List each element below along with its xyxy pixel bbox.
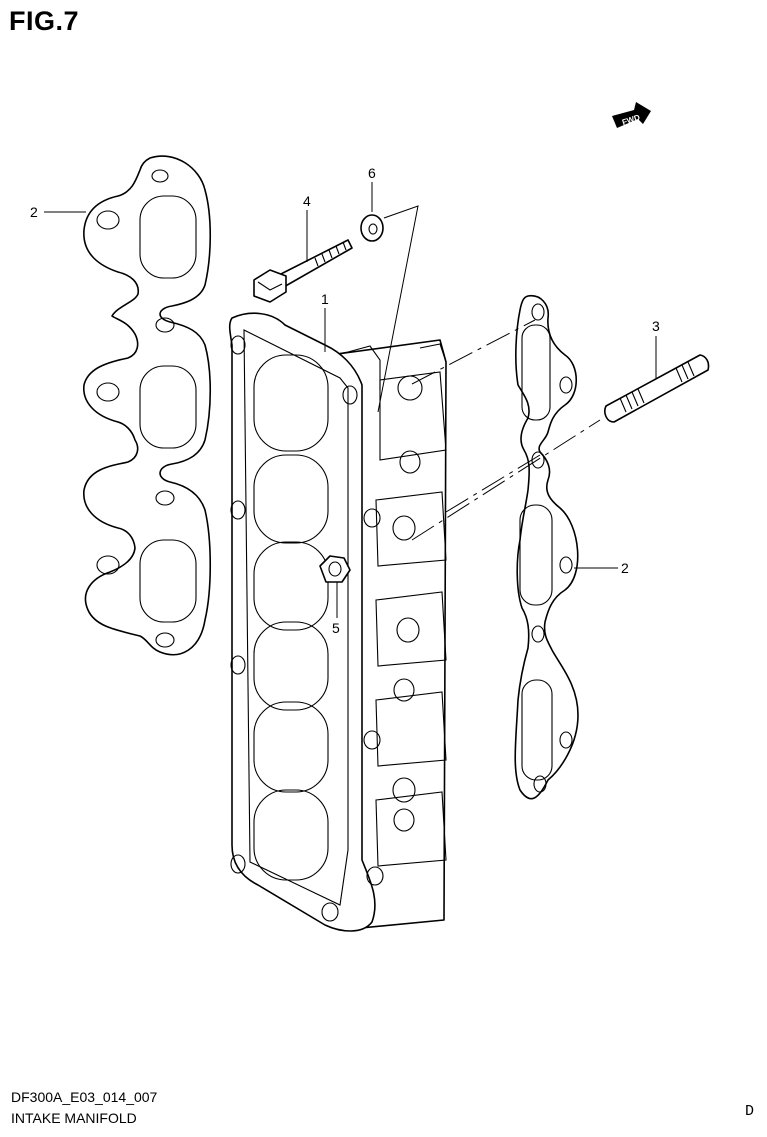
bolt — [253, 239, 353, 303]
callout-6: 6 — [368, 165, 376, 181]
callout-1: 1 — [321, 291, 329, 307]
alignment-line-stud — [411, 419, 601, 541]
alignment-line-middle — [445, 454, 541, 513]
diagram-name: INTAKE MANIFOLD — [11, 1110, 137, 1126]
callout-3: 3 — [652, 318, 660, 334]
leader-lines — [44, 182, 657, 618]
page-letter: D — [745, 1103, 755, 1120]
stud — [604, 354, 710, 423]
diagram-code: DF300A_E03_014_007 — [11, 1089, 158, 1105]
alignment-line-upper — [411, 319, 536, 385]
fwd-arrow-icon: FWD — [612, 102, 651, 128]
callout-5: 5 — [332, 620, 340, 636]
figure-title: FIG.7 — [9, 6, 80, 36]
callout-2-left: 2 — [30, 204, 38, 220]
nut — [319, 555, 351, 583]
callout-4: 4 — [303, 193, 311, 209]
intake-manifold — [228, 312, 447, 932]
callout-2-right: 2 — [621, 560, 629, 576]
washer — [360, 214, 384, 242]
gasket-right — [514, 294, 579, 800]
gasket-left — [83, 155, 212, 656]
